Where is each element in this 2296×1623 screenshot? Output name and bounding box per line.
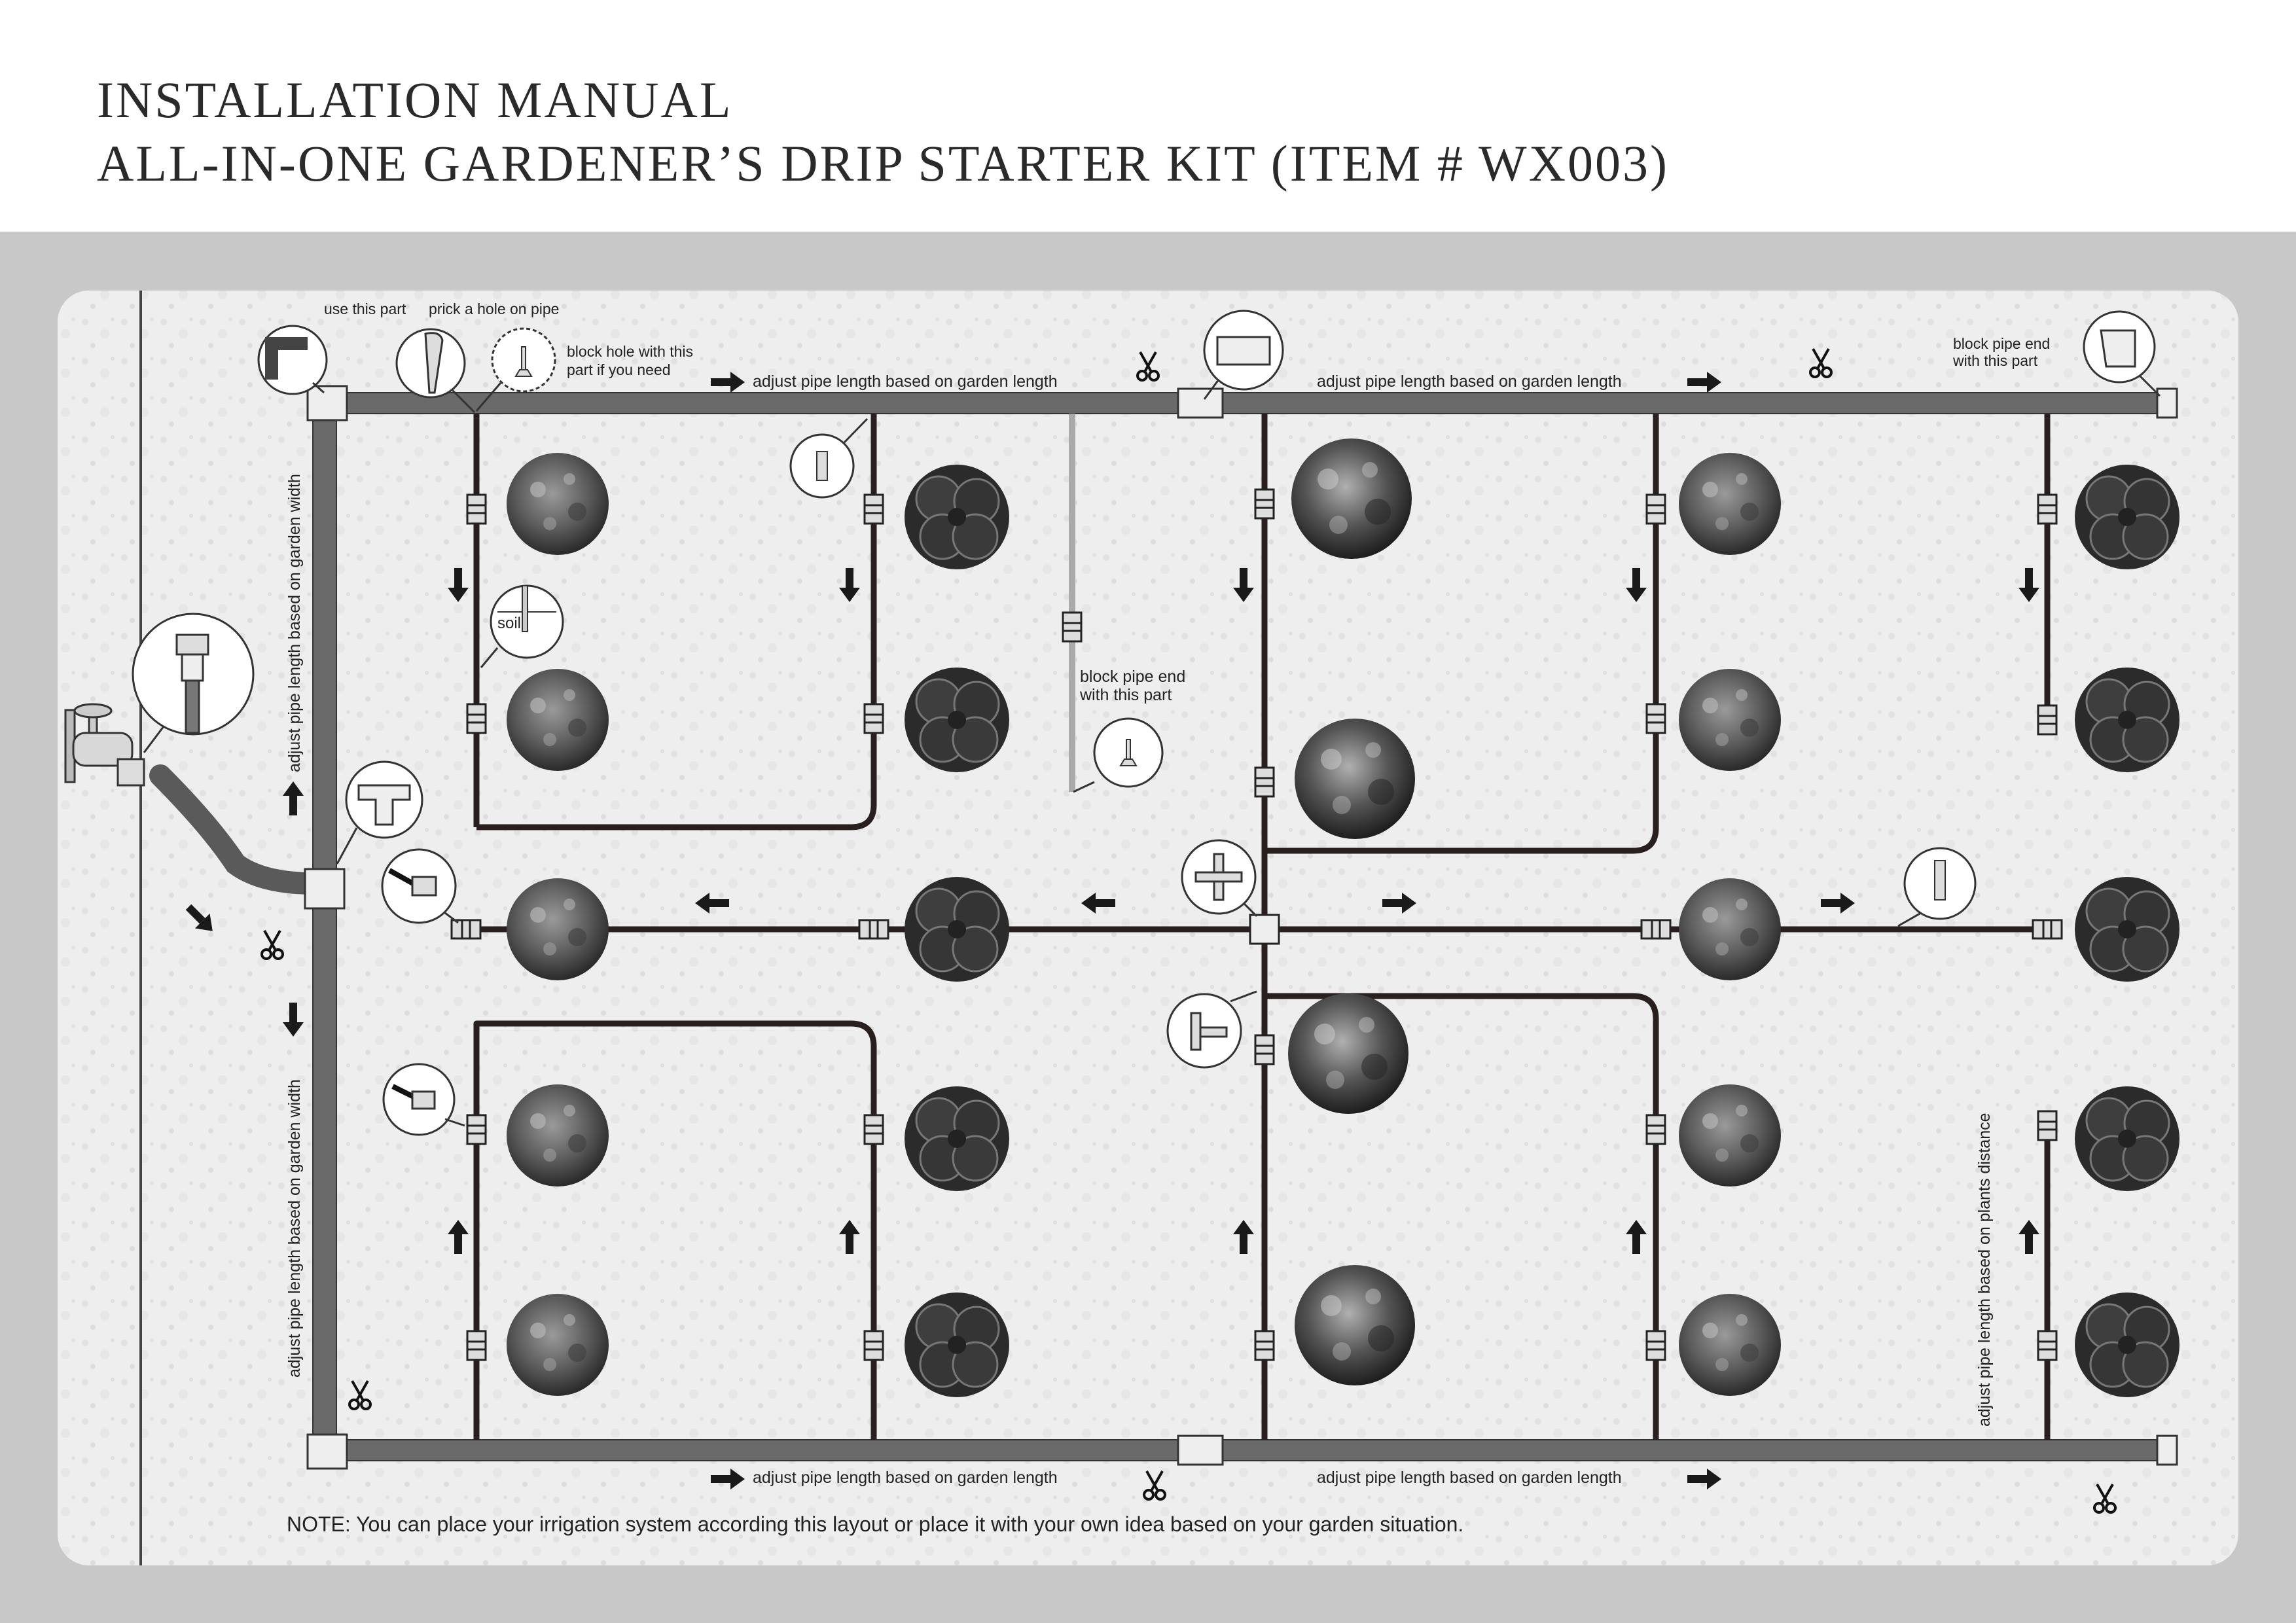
tee-fitting-icon [305, 869, 344, 908]
shrub-icon [507, 669, 609, 771]
end-cap-icon [2157, 389, 2177, 418]
shrub-icon [1679, 453, 1781, 555]
dripper-icon [452, 920, 480, 938]
shrub-icon [1679, 878, 1781, 980]
coupling-icon [1217, 337, 1270, 365]
main-pipe-top [325, 393, 2164, 414]
end-cap-icon [2157, 1436, 2177, 1465]
shrub-icon [507, 453, 609, 555]
dripper-icon [2038, 495, 2056, 524]
dripper-icon [2038, 705, 2056, 734]
dripper-icon [865, 495, 883, 524]
kit-title: ALL-IN-ONE GARDENER’S DRIP STARTER KIT (… [97, 134, 1669, 193]
plant-icon [2075, 465, 2179, 569]
cross-fitting-icon [1250, 915, 1279, 944]
stake-icon [522, 586, 528, 632]
elbow-callout [259, 326, 327, 394]
dripper-icon [2033, 920, 2062, 938]
plant-icon [2075, 1086, 2179, 1191]
dripper-icon [1255, 1035, 1274, 1064]
dripper-icon [467, 1331, 486, 1360]
adjust-width-label-top: adjust pipe length based on garden width [285, 474, 304, 772]
tree-icon [1295, 719, 1415, 839]
shrub-icon [1679, 669, 1781, 771]
main-pipe-bottom [325, 1440, 2164, 1461]
end-cap-icon [2101, 330, 2135, 366]
plant-icon [2075, 877, 2179, 982]
shrub-icon [507, 1294, 609, 1396]
dripper-icon [1647, 704, 1665, 733]
plant-icon [905, 1293, 1009, 1397]
plant-icon [905, 465, 1009, 569]
shrub-icon [1679, 1294, 1781, 1396]
dripper-icon [467, 495, 486, 524]
use-part-label: use this part [324, 300, 406, 317]
block-hole-label-1: block hole with this [567, 343, 693, 360]
adjust-length-label-top-right: adjust pipe length based on garden lengt… [1317, 372, 1622, 391]
dripper-icon [2038, 1331, 2056, 1360]
irrigation-diagram: use this part prick a hole on pipe block… [58, 291, 2238, 1565]
shrub-icon [507, 1084, 609, 1186]
shrub-icon [507, 878, 609, 980]
dripper-icon [1647, 1115, 1665, 1144]
adjust-length-label-bottom-left: adjust pipe length based on garden lengt… [753, 1469, 1058, 1487]
dripper-icon [1255, 1331, 1274, 1360]
plant-icon [905, 877, 1009, 982]
dripper-icon [1255, 490, 1274, 518]
adjust-width-label-bottom: adjust pipe length based on garden width [285, 1079, 304, 1378]
dripper-icon [1255, 768, 1274, 796]
dripper-icon [865, 704, 883, 733]
shrub-icon [1679, 1084, 1781, 1186]
dripper-icon [467, 704, 486, 733]
plant-icon [2075, 1293, 2179, 1397]
note-text: NOTE: You can place your irrigation syst… [287, 1512, 1463, 1536]
block-hole-label-2: part if you need [567, 361, 671, 378]
tree-icon [1291, 438, 1412, 559]
coupling-icon [1178, 1436, 1223, 1465]
elbow-fitting-icon [308, 386, 347, 420]
tee-fitting-icon [1191, 1013, 1200, 1050]
dripper-icon [1641, 920, 1670, 938]
block-end-label-1: block pipe end [1953, 335, 2050, 352]
valve-icon [412, 1092, 435, 1109]
adjust-length-label-bottom-right: adjust pipe length based on garden lengt… [1317, 1469, 1622, 1487]
dripper-icon [1647, 495, 1665, 524]
coupling-icon [1178, 389, 1223, 418]
dripper-icon [2038, 1111, 2056, 1140]
dripper-icon [859, 920, 888, 938]
dripper-icon [1063, 613, 1081, 641]
dripper-icon [817, 452, 827, 480]
tree-icon [1288, 993, 1408, 1114]
adjust-length-label-top-left: adjust pipe length based on garden lengt… [753, 372, 1058, 391]
plant-icon [2075, 668, 2179, 772]
dripper-icon [467, 1115, 486, 1144]
block-end-label-mid-2: with this part [1079, 686, 1172, 704]
dripper-icon [865, 1115, 883, 1144]
adjust-plants-distance-label: adjust pipe length based on plants dista… [1975, 1113, 1994, 1427]
tree-icon [1295, 1265, 1415, 1385]
dripper-icon [1935, 861, 1945, 900]
dripper-icon [1647, 1331, 1665, 1360]
soil-label: soil [497, 615, 521, 632]
header: INSTALLATION MANUAL ALL-IN-ONE GARDENER’… [0, 0, 2296, 232]
prick-hole-label: prick a hole on pipe [429, 300, 559, 317]
main-pipe-left [313, 393, 336, 1453]
block-end-label-mid-1: block pipe end [1080, 668, 1185, 686]
manual-title: INSTALLATION MANUAL [97, 71, 732, 130]
dripper-icon [865, 1331, 883, 1360]
valve-icon [412, 877, 436, 895]
elbow-fitting-icon [308, 1435, 347, 1469]
block-end-label-2: with this part [1952, 352, 2038, 369]
plant-icon [905, 1086, 1009, 1191]
plant-icon [905, 668, 1009, 772]
diagram-panel: use this part prick a hole on pipe block… [58, 291, 2238, 1565]
